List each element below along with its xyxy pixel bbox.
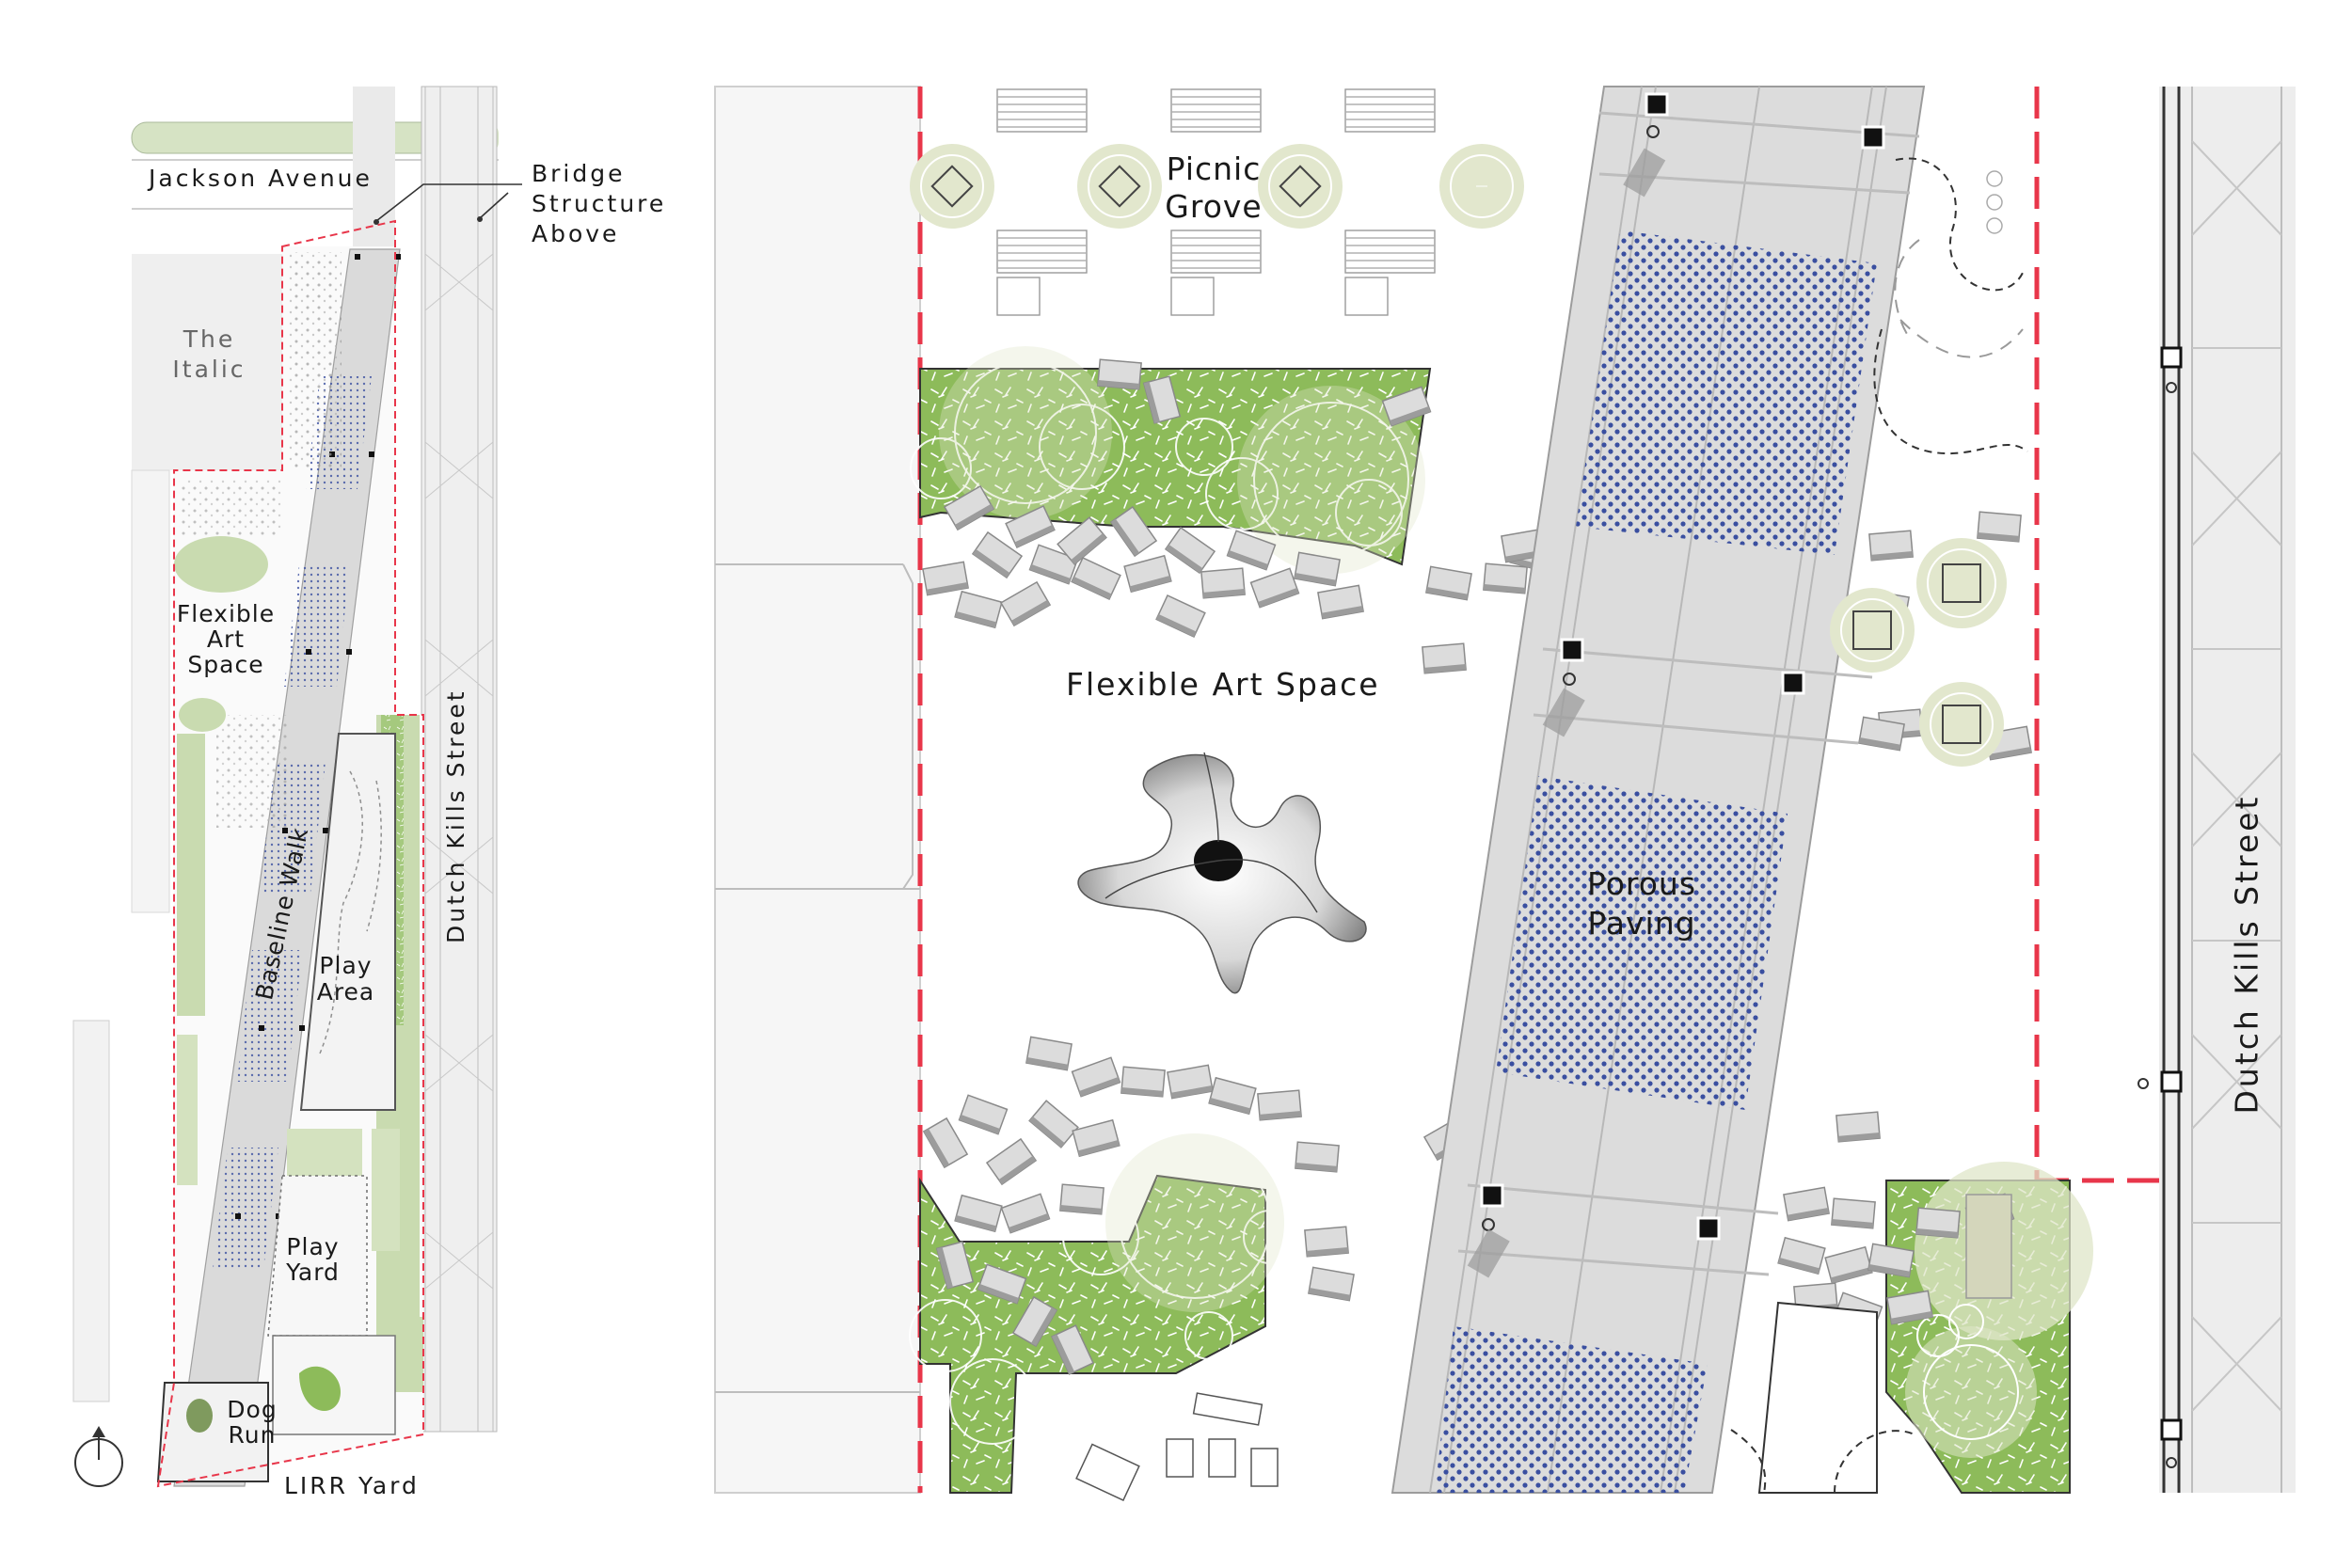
- label-play-area-line2: Area: [316, 978, 375, 1006]
- label-flexible-art-line2: Art: [206, 626, 246, 653]
- sculpture-icon: [1077, 752, 1367, 994]
- label-the-italic-line1: The: [183, 325, 236, 353]
- label-play-area-line1: Play: [319, 952, 373, 979]
- label-flexible-art-line3: Space: [187, 651, 264, 678]
- label-porous-paving-line2: Paving: [1587, 905, 1696, 942]
- label-play-yard-line2: Yard: [286, 1259, 340, 1286]
- tree-icon: [1830, 538, 2007, 767]
- label-dog-run-line2: Run: [228, 1421, 277, 1449]
- label-jackson-avenue: Jackson Avenue: [149, 165, 373, 192]
- label-play-yard-line1: Play: [286, 1233, 340, 1260]
- porous-paving-patch: [1576, 230, 1877, 555]
- label-the-italic-line2: Italic: [172, 356, 246, 383]
- label-bridge-structure-line3: Above: [532, 220, 620, 247]
- label-bridge-structure-line1: Bridge: [532, 160, 626, 187]
- tree-icon: [910, 144, 1524, 229]
- label-dutch-kills-street-detail: Dutch Kills Street: [2228, 794, 2265, 1115]
- detail-plan: [714, 86, 2296, 1501]
- label-dutch-kills-street-overview: Dutch Kills Street: [442, 689, 469, 943]
- label-flexible-art-line1: Flexible: [176, 600, 276, 627]
- label-dog-run-line1: Dog: [227, 1396, 278, 1423]
- label-lirr-yard: LIRR Yard: [284, 1472, 420, 1499]
- overview-plan: [72, 86, 522, 1488]
- label-flexible-art-space-detail: Flexible Art Space: [1066, 666, 1380, 703]
- label-picnic-grove-line1: Picnic: [1166, 150, 1262, 187]
- north-arrow-icon: [74, 1426, 123, 1487]
- porous-paving-patch: [1496, 776, 1788, 1110]
- label-bridge-structure-line2: Structure: [532, 190, 667, 217]
- bench-icon: [1075, 1392, 1279, 1501]
- label-porous-paving-line1: Porous: [1586, 865, 1697, 902]
- porous-paving-patch: [1435, 1326, 1708, 1493]
- label-picnic-grove-line2: Grove: [1165, 188, 1263, 225]
